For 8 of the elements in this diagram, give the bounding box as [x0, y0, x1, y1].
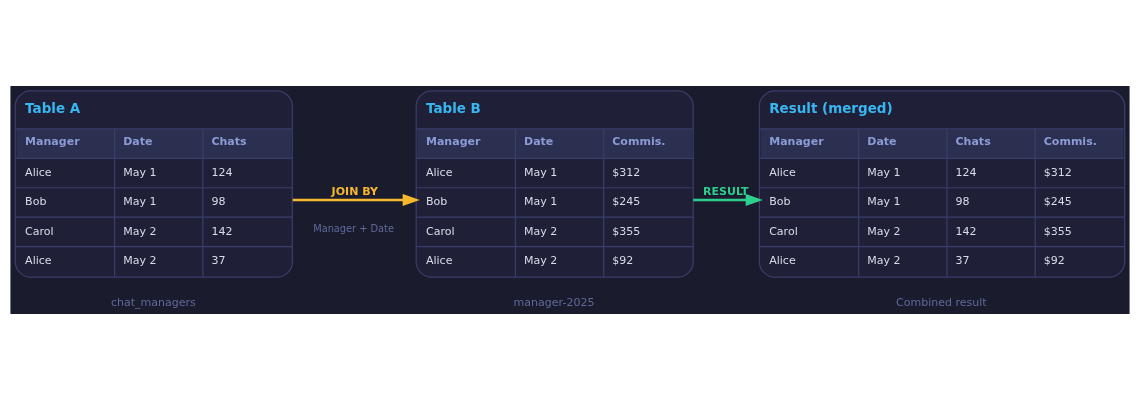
node-label: manager-2025 [513, 295, 595, 309]
arrow [693, 194, 763, 206]
edge-label: RESULT [703, 185, 749, 199]
edge-label: JOIN BY [331, 185, 378, 199]
node-label: chat_managers [110, 295, 196, 309]
arrow [292, 194, 420, 206]
label: Manager + Date [313, 222, 394, 234]
node-label: Combined result [896, 295, 987, 309]
